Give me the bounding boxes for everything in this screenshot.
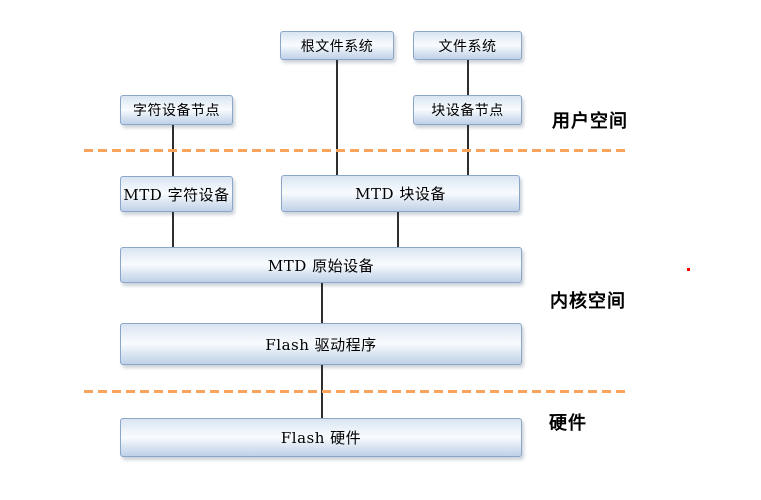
connector-mtdblock-to-mtdraw [397, 212, 399, 247]
box-block-device-node: 块设备节点 [413, 95, 522, 125]
connector-rootfs-to-mtdblock [336, 60, 338, 175]
red-dot-marker [687, 268, 690, 271]
box-mtd-raw-device: MTD 原始设备 [120, 247, 522, 283]
box-filesystem: 文件系统 [413, 31, 522, 60]
box-flash-hardware: Flash 硬件 [120, 418, 522, 457]
connector-mtdraw-to-flashdriver [321, 283, 323, 323]
connector-mtdchar-to-mtdraw [172, 212, 174, 247]
separator-kernel-hardware [84, 390, 630, 393]
separator-user-kernel [84, 149, 630, 152]
connector-fs-to-blocknode [467, 60, 469, 95]
box-flash-driver: Flash 驱动程序 [120, 323, 522, 365]
zone-label-hardware: 硬件 [549, 413, 587, 434]
zone-label-user-space: 用户空间 [552, 111, 628, 132]
box-root-filesystem: 根文件系统 [280, 31, 394, 60]
box-mtd-char-device: MTD 字符设备 [120, 176, 233, 212]
box-char-device-node: 字符设备节点 [120, 95, 233, 125]
zone-label-kernel-space: 内核空间 [550, 291, 626, 312]
box-mtd-block-device: MTD 块设备 [281, 175, 520, 212]
